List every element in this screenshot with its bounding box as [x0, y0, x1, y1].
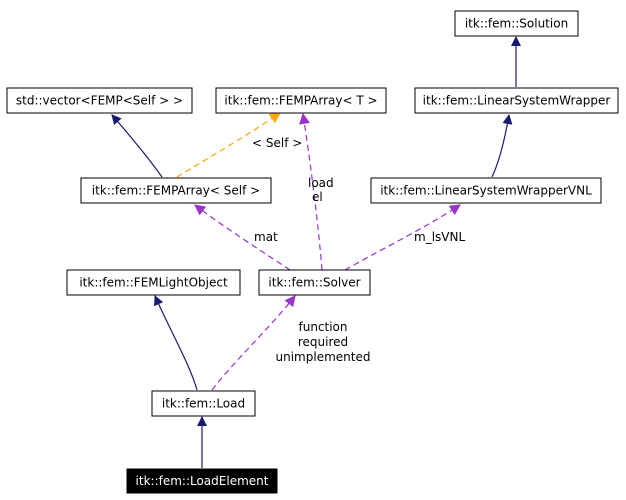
edge-solver-to-vnl [344, 204, 461, 271]
node-std-vector[interactable]: std::vector<FEMP<Self > > [6, 87, 193, 114]
edge-vnl-to-wrapper [491, 114, 513, 178]
svg-text:itk::fem::FEMLightObject: itk::fem::FEMLightObject [79, 276, 228, 290]
svg-text:std::vector<FEMP<Self > >: std::vector<FEMP<Self > > [16, 94, 183, 108]
edge-solver-to-fempt [299, 112, 323, 271]
node-femp-array-t[interactable]: itk::fem::FEMPArray< T > [215, 87, 387, 114]
edge-label-unimplemented: unimplemented [276, 350, 371, 364]
edge-load-to-solver [211, 295, 296, 391]
svg-text:itk::fem::FEMPArray< Self >: itk::fem::FEMPArray< Self > [92, 184, 260, 198]
edge-label-mat: mat [254, 230, 278, 244]
svg-text:itk::fem::Solver: itk::fem::Solver [268, 276, 360, 290]
edge-load-to-lightobject [154, 295, 198, 391]
edge-label-self: < Self > [252, 136, 302, 150]
node-load[interactable]: itk::fem::Load [151, 390, 256, 417]
node-solution[interactable]: itk::fem::Solution [454, 10, 579, 37]
svg-text:itk::fem::Solution: itk::fem::Solution [465, 17, 568, 31]
edge-label-m-lsvnl: m_lsVNL [414, 230, 465, 244]
node-fem-light-object[interactable]: itk::fem::FEMLightObject [66, 269, 241, 296]
node-load-element[interactable]: itk::fem::LoadElement [126, 468, 278, 494]
svg-text:itk::fem::LinearSystemWrapper: itk::fem::LinearSystemWrapper [423, 94, 611, 108]
edge-label-el: el [312, 190, 323, 204]
node-femp-array-self[interactable]: itk::fem::FEMPArray< Self > [80, 177, 272, 204]
edge-label-load: load [308, 176, 334, 190]
edge-label-required: required [298, 335, 348, 349]
svg-text:itk::fem::Load: itk::fem::Load [162, 397, 245, 411]
edge-solver-to-fempself [194, 204, 291, 271]
node-linear-system-wrapper[interactable]: itk::fem::LinearSystemWrapper [414, 87, 619, 114]
svg-text:itk::fem::LinearSystemWrapperV: itk::fem::LinearSystemWrapperVNL [380, 184, 592, 198]
svg-text:itk::fem::FEMPArray< T >: itk::fem::FEMPArray< T > [224, 94, 377, 108]
svg-text:itk::fem::LoadElement: itk::fem::LoadElement [136, 474, 269, 488]
edge-fempself-to-fempt [176, 112, 281, 178]
edge-fempself-to-vector [111, 114, 163, 178]
node-linear-system-wrapper-vnl[interactable]: itk::fem::LinearSystemWrapperVNL [370, 177, 602, 204]
edge-label-function: function [298, 320, 347, 334]
node-solver[interactable]: itk::fem::Solver [258, 269, 371, 296]
